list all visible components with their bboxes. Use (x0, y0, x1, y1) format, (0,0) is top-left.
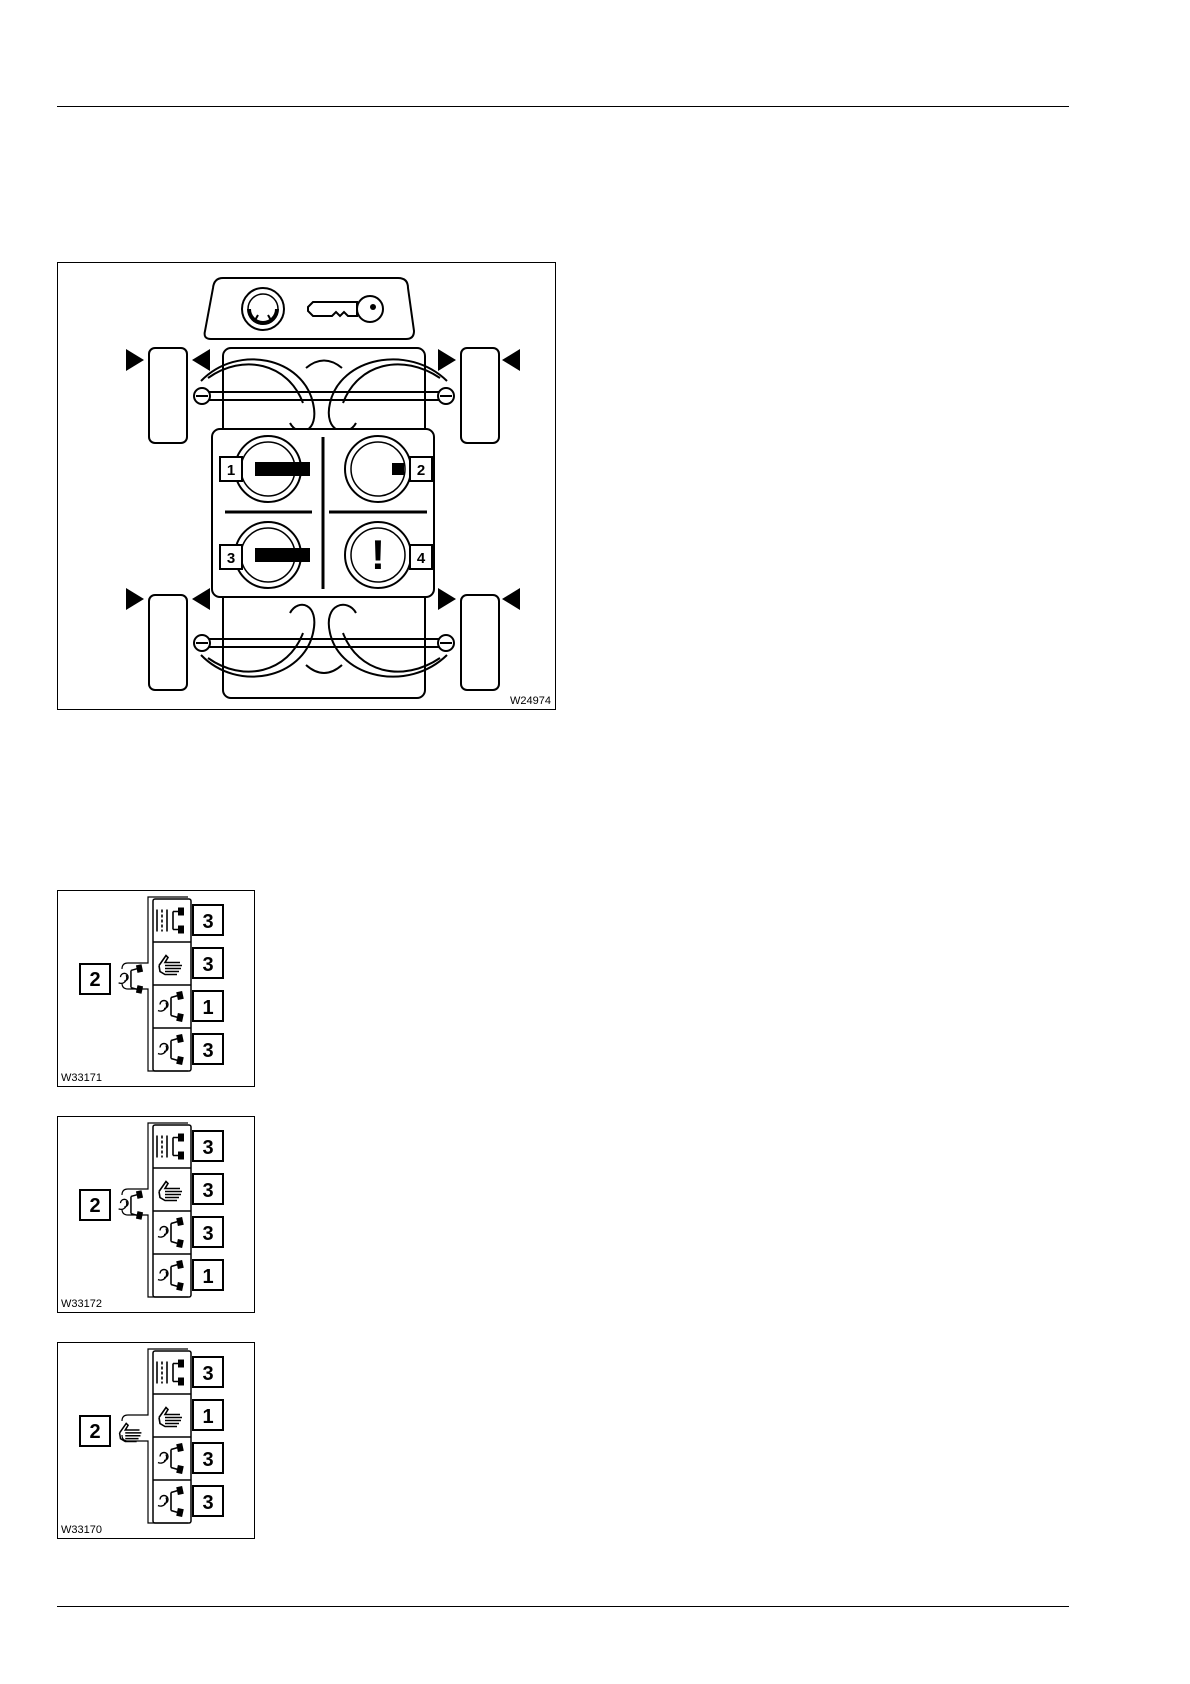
axle-steering-icon (158, 1217, 184, 1248)
mode-row-number: 3 (202, 1223, 213, 1245)
callout-2: 2 (410, 457, 432, 481)
mode-row-number: 1 (202, 1266, 213, 1288)
main-callout-number: 2 (89, 1421, 100, 1443)
key-icon (308, 296, 383, 322)
grouping-bracket (122, 1123, 188, 1297)
svg-text:3: 3 (227, 550, 235, 567)
figure-id-label: W33170 (61, 1524, 102, 1536)
axle-steering-icon (158, 1260, 184, 1291)
figure-id-label: W24974 (510, 695, 551, 707)
axle-steering-icon (158, 1443, 184, 1474)
straight-axle-icon (157, 1360, 184, 1386)
callout-3: 3 (220, 545, 242, 569)
rear-axle (201, 605, 447, 677)
straight-axle-icon (157, 908, 184, 934)
steering-wheel-icon (242, 288, 284, 330)
front-axle (201, 359, 447, 431)
mode-row: 3 (153, 1437, 223, 1474)
mode-row-number: 3 (202, 911, 213, 933)
hand-icon (159, 956, 182, 975)
straight-axle-icon (157, 1134, 184, 1160)
main-callout: 2 (80, 964, 110, 994)
exclamation-icon: ! (371, 531, 385, 578)
mode-row: 3 (153, 942, 223, 978)
mode-row-number: 3 (202, 1449, 213, 1471)
mode-row: 3 (157, 1357, 223, 1387)
mode-row: 3 (157, 905, 223, 935)
header-rule (57, 106, 1069, 107)
main-callout-number: 2 (89, 969, 100, 991)
svg-text:1: 1 (227, 462, 235, 479)
mode-row: 3 (153, 1168, 223, 1204)
mode-row-number: 1 (202, 997, 213, 1019)
mode-row-number: 3 (202, 954, 213, 976)
steering-overview-figure: ! 1 2 3 4 W24974 (57, 262, 556, 710)
mode-row-number: 3 (202, 1180, 213, 1202)
svg-text:4: 4 (417, 550, 426, 567)
steering-mode-drawing: 2 3 3 1 3 (58, 891, 254, 1086)
mode-row: 1 (153, 1394, 223, 1430)
svg-text:2: 2 (417, 462, 425, 479)
callout-1: 1 (220, 457, 242, 481)
mode-row-number: 3 (202, 1137, 213, 1159)
callout-4: 4 (410, 545, 432, 569)
hand-icon (159, 1408, 182, 1427)
hand-icon (159, 1182, 182, 1201)
figure-id-label: W33171 (61, 1072, 102, 1084)
steering-overview-drawing: ! 1 2 3 4 (58, 263, 555, 709)
mode-row-number: 3 (202, 1363, 213, 1385)
axle-steering-icon (158, 1034, 184, 1065)
main-callout: 2 (80, 1190, 110, 1220)
mode-row: 3 (157, 1131, 223, 1161)
axle-steering-icon (158, 1486, 184, 1517)
main-callout-number: 2 (89, 1195, 100, 1217)
grouping-bracket (122, 897, 188, 1071)
steering-mode-drawing: 2 3 1 3 3 (58, 1343, 254, 1538)
mode-row: 1 (153, 985, 223, 1022)
mode-row: 3 (153, 1028, 223, 1065)
mode-row-number: 3 (202, 1492, 213, 1514)
footer-rule (57, 1606, 1069, 1607)
main-callout: 2 (80, 1416, 110, 1446)
axle-steering-icon (158, 991, 184, 1022)
mode-row-number: 1 (202, 1406, 213, 1428)
mode-row: 1 (153, 1254, 223, 1291)
mode-row: 3 (153, 1480, 223, 1517)
mode-row-number: 3 (202, 1040, 213, 1062)
mode-row: 3 (153, 1211, 223, 1248)
steering-mode-drawing: 2 3 3 3 1 (58, 1117, 254, 1312)
figure-id-label: W33172 (61, 1298, 102, 1310)
